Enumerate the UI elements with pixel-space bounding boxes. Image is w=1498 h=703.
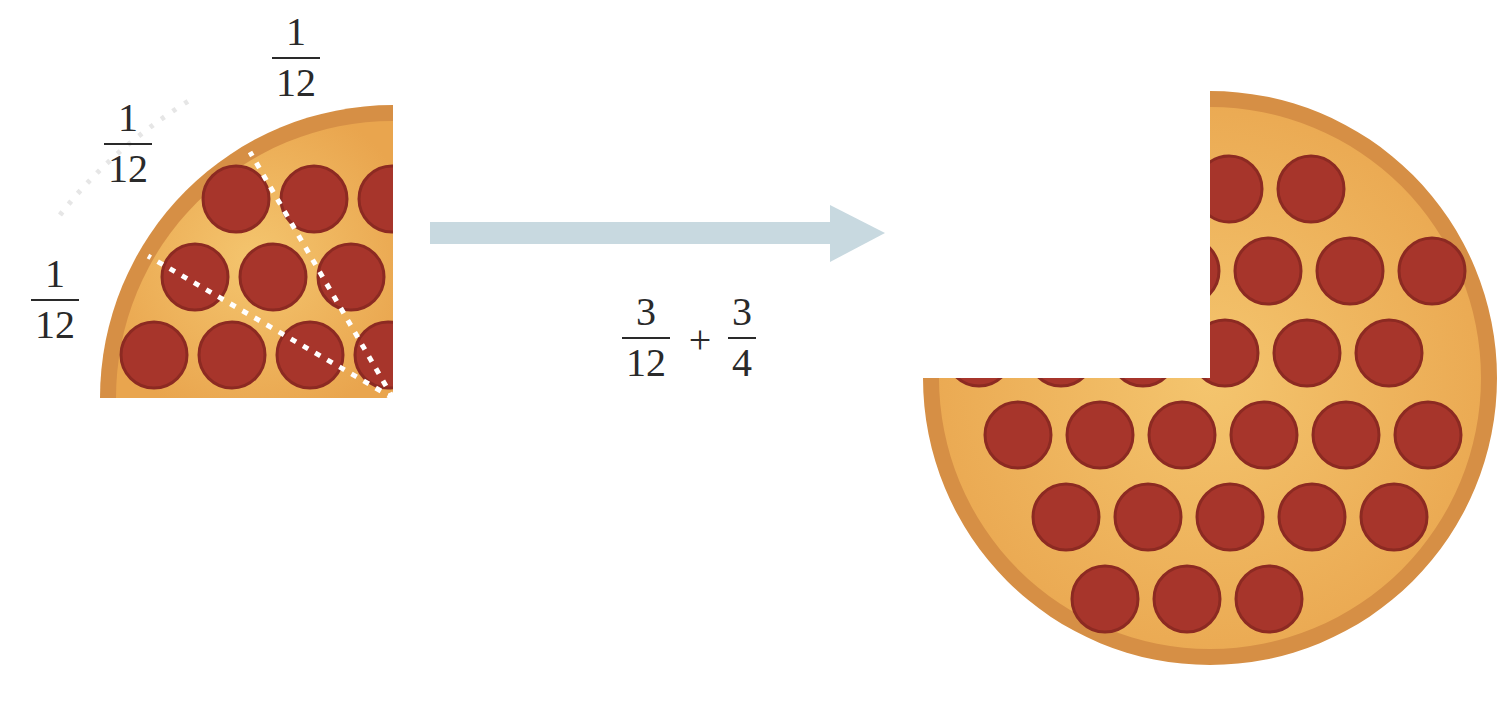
plus-sign: +	[689, 317, 712, 362]
pepperoni-slice	[594, 478, 660, 544]
pepperoni-slice	[1149, 402, 1215, 468]
denominator: 4	[728, 337, 756, 385]
pepperoni-slice	[1032, 156, 1098, 222]
pepperoni-slice	[204, 478, 270, 544]
fraction: 112	[272, 10, 320, 105]
pepperoni-slice	[392, 400, 458, 466]
pepperoni-slice	[470, 400, 536, 466]
fraction: 112	[31, 252, 79, 347]
pepperoni-slice	[548, 400, 614, 466]
pepperoni-slice	[1399, 238, 1465, 304]
pepperoni-slice	[281, 166, 347, 232]
pepperoni-slice	[1278, 156, 1344, 222]
pepperoni-slice	[1154, 566, 1220, 632]
pepperoni-slice	[1313, 402, 1379, 468]
pepperoni-slice	[985, 402, 1051, 468]
pepperoni-slice	[277, 322, 343, 388]
pepperoni-slice	[1072, 566, 1138, 632]
pepperoni-slice	[396, 244, 462, 310]
pepperoni-slice	[162, 244, 228, 310]
pepperoni-slice	[1153, 238, 1219, 304]
pepperoni-slice	[241, 556, 307, 622]
pepperoni-slice	[511, 322, 577, 388]
numerator: 3	[632, 290, 660, 334]
pepperoni-slice	[433, 322, 499, 388]
pepperoni-slice	[438, 478, 504, 544]
pepperoni-slice	[240, 244, 306, 310]
pepperoni-slice	[1235, 238, 1301, 304]
pepperoni-slice	[1395, 402, 1461, 468]
denominator: 12	[104, 143, 152, 191]
pepperoni-slice	[1231, 402, 1297, 468]
pepperoni-slice	[1114, 156, 1180, 222]
pepperoni-slice	[199, 322, 265, 388]
pepperoni-slice	[1196, 156, 1262, 222]
pepperoni-slice	[516, 478, 582, 544]
pepperoni-slice	[158, 400, 224, 466]
pepperoni-slice	[1236, 566, 1302, 632]
pepperoni-slice	[1356, 320, 1422, 386]
three-quarter-pizza	[923, 91, 1497, 665]
pepperoni-slice	[946, 320, 1012, 386]
pepperoni-slice	[552, 244, 618, 310]
fraction: 312	[622, 290, 670, 385]
pepperoni-slice	[318, 244, 384, 310]
pepperoni-slice	[314, 400, 380, 466]
pepperoni-slice	[1361, 484, 1427, 550]
quarter-pizza	[100, 105, 660, 622]
pepperoni-slice	[1192, 320, 1258, 386]
numerator: 1	[282, 10, 310, 54]
pepperoni-slice	[282, 478, 348, 544]
denominator: 12	[272, 57, 320, 105]
numerator: 3	[728, 290, 756, 334]
pepperoni-slice	[1274, 320, 1340, 386]
fraction: 112	[104, 96, 152, 191]
pepperoni-slice	[1197, 484, 1263, 550]
pepperoni-slice	[319, 556, 385, 622]
denominator: 12	[31, 299, 79, 347]
pepperoni-slice	[1028, 320, 1094, 386]
pepperoni-slice	[355, 322, 421, 388]
pepperoni-slice	[397, 556, 463, 622]
operator: +	[689, 318, 712, 362]
pepperoni-slice	[1110, 320, 1176, 386]
pepperoni-slice	[475, 556, 541, 622]
pepperoni-slice	[360, 478, 426, 544]
pepperoni-slice	[1279, 484, 1345, 550]
denominator: 12	[622, 337, 670, 385]
pepperoni-slice	[1317, 238, 1383, 304]
numerator: 1	[114, 96, 142, 140]
pepperoni-slice	[236, 400, 302, 466]
pepperoni-slice	[1067, 402, 1133, 468]
pepperoni-slice	[121, 322, 187, 388]
fraction: 34	[728, 290, 756, 385]
pepperoni-slice	[989, 238, 1055, 304]
pepperoni-slice	[1115, 484, 1181, 550]
pepperoni-slice	[474, 244, 540, 310]
pepperoni-slice	[203, 166, 269, 232]
pepperoni-slice	[1033, 484, 1099, 550]
pepperoni-slice	[1071, 238, 1137, 304]
pepperoni-slice	[359, 166, 425, 232]
numerator: 1	[41, 252, 69, 296]
arrow	[430, 205, 885, 262]
